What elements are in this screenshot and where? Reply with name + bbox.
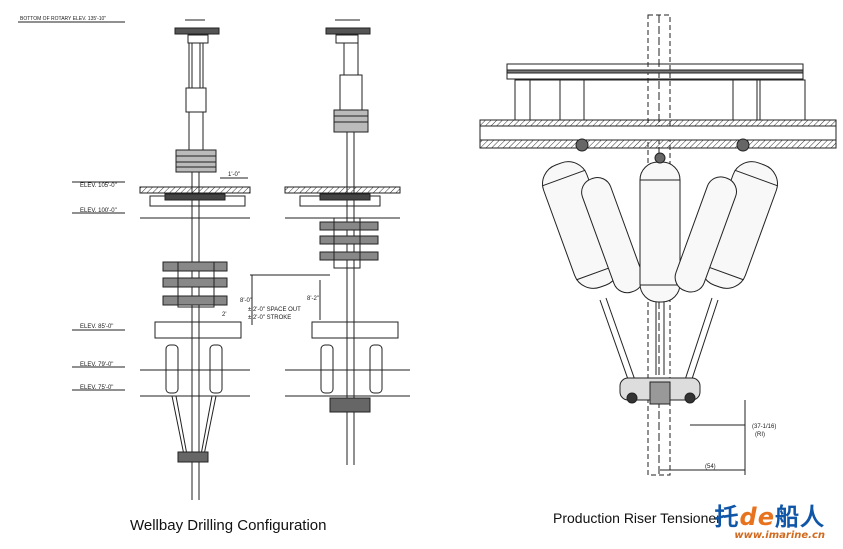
elev-75-label: ELEV. 75'-0" bbox=[80, 385, 113, 391]
dim-2-label: 2' bbox=[222, 312, 226, 318]
tensioner-cylinder-center bbox=[639, 161, 681, 303]
dim-ri-label: (RI) bbox=[755, 432, 765, 438]
elev-105-label: ELEV. 105'-0" bbox=[80, 183, 117, 189]
rotary-elevation-label: BOTTOM OF ROTARY ELEV. 135'-10" bbox=[20, 16, 106, 22]
watermark-cn: 船人 bbox=[775, 503, 825, 531]
wellbay-drilling-diagram: BOTTOM OF ROTARY ELEV. 135'-10" ELEV. bbox=[18, 16, 410, 500]
stroke-label: ± 2'-0" STROKE bbox=[248, 315, 291, 321]
dim-54-label: (54) bbox=[705, 464, 716, 470]
dim-37-label: (37-1/16) bbox=[752, 424, 776, 430]
left-caption: Wellbay Drilling Configuration bbox=[130, 517, 326, 534]
watermark-url: www.imarine.cn bbox=[734, 530, 825, 541]
dim-1-0-label: 1'-0" bbox=[228, 172, 240, 178]
watermark-tuo: 托 bbox=[714, 503, 740, 531]
elev-85-label: ELEV. 85'-0" bbox=[80, 324, 113, 330]
riser-tensioner-diagram: (37-1/16) (RI) (54) bbox=[479, 14, 837, 476]
flex-joint-right bbox=[333, 109, 369, 133]
drill-riser-left bbox=[188, 42, 204, 89]
dim-8-0-label: 8'-0" bbox=[240, 298, 252, 304]
dim-8-2-label: 8'-2" bbox=[307, 296, 319, 302]
right-caption: Production Riser Tensioner bbox=[553, 510, 721, 526]
flex-joint-left bbox=[175, 149, 217, 173]
elev-100-label: ELEV. 100'-0" bbox=[80, 208, 117, 214]
watermark-logo: 托de船人 www.imarine.cn bbox=[715, 504, 825, 541]
elev-79-label: ELEV. 79'-0" bbox=[80, 362, 113, 368]
watermark-de: de bbox=[739, 503, 775, 531]
space-out-label: ± 2'-0" SPACE OUT bbox=[248, 307, 301, 313]
